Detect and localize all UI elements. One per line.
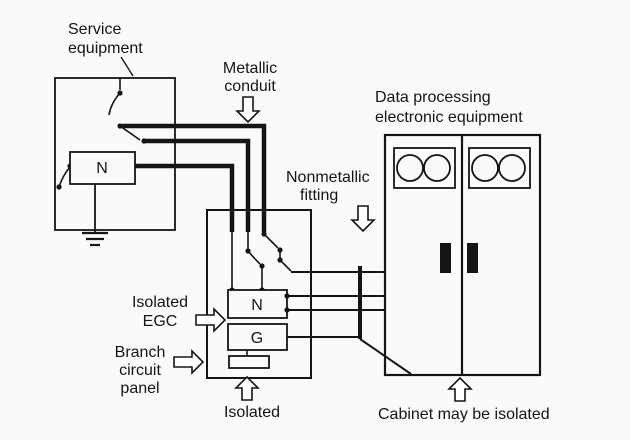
panel-ground-bus-box xyxy=(227,323,288,351)
label-pointer-line xyxy=(120,56,134,77)
branch-panel-label-line1: Branch xyxy=(115,344,166,361)
fan-housing-right xyxy=(468,147,531,189)
down-arrow-icon xyxy=(350,205,376,233)
right-arrow-icon xyxy=(173,349,205,375)
connector-block xyxy=(440,243,451,273)
branch-panel-box xyxy=(206,209,312,379)
switch-blade xyxy=(108,92,121,116)
data-processing-label-line2: electronic equipment xyxy=(375,109,523,126)
isolated-egc-label-line1: Isolated xyxy=(132,294,188,311)
panel-to-cabinet-wiring xyxy=(287,266,412,375)
metallic-conduit-label-line2: conduit xyxy=(224,78,276,95)
fan-icon xyxy=(498,154,526,182)
service-neutral-bus-label: N xyxy=(96,160,108,177)
panel-neutral-bus-box xyxy=(227,289,288,319)
switch-blade xyxy=(263,233,279,249)
service-neutral-bus-box xyxy=(69,151,136,185)
nonmetallic-fitting-label-line2: fitting xyxy=(300,187,338,204)
service-equipment-label-line2: equipment xyxy=(68,40,143,57)
feeder-wire xyxy=(135,163,235,232)
fan-icon xyxy=(396,154,424,182)
data-processing-label-line1: Data processing xyxy=(375,89,491,106)
service-equipment-box xyxy=(54,77,176,231)
fan-housing-left xyxy=(393,147,456,189)
earth-ground-icon xyxy=(82,184,108,247)
panel-neutral-bus-label: N xyxy=(251,297,263,314)
switch-blade xyxy=(279,259,292,272)
down-arrow-icon xyxy=(235,96,261,124)
fan-icon xyxy=(471,154,499,182)
connector-block xyxy=(467,243,478,273)
data-processing-cabinet-unit xyxy=(383,133,542,377)
service-equipment-label-line1: Service xyxy=(68,21,121,38)
service-equipment-unit: N xyxy=(54,56,176,247)
isolated-egc-label-line2: EGC xyxy=(143,313,178,330)
branch-panel-label-line3: panel xyxy=(120,380,159,397)
switch-blade xyxy=(58,166,71,188)
feeder-wire xyxy=(122,123,267,232)
metallic-conduit-label-line1: Metallic xyxy=(223,60,277,77)
up-arrow-icon xyxy=(234,375,260,401)
pointer-arrows xyxy=(173,96,473,402)
panel-ground-bus-label: G xyxy=(251,330,263,347)
right-arrow-icon xyxy=(195,307,227,333)
diagram-labels: Service equipment Metallic conduit Data … xyxy=(68,21,550,423)
isolation-pad xyxy=(228,355,270,369)
up-arrow-icon xyxy=(447,376,473,402)
switch-blade xyxy=(247,250,261,265)
branch-circuit-panel-unit: N G xyxy=(206,209,312,379)
fan-icon xyxy=(423,154,451,182)
branch-panel-label-line2: circuit xyxy=(119,362,161,379)
nonmetallic-fitting-label-line1: Nonmetallic xyxy=(286,169,370,186)
cabinet-note-label: Cabinet may be isolated xyxy=(378,406,550,423)
switch-blade xyxy=(119,125,141,141)
isolated-pad-label: Isolated xyxy=(224,404,280,421)
feeder-wire xyxy=(144,138,251,232)
